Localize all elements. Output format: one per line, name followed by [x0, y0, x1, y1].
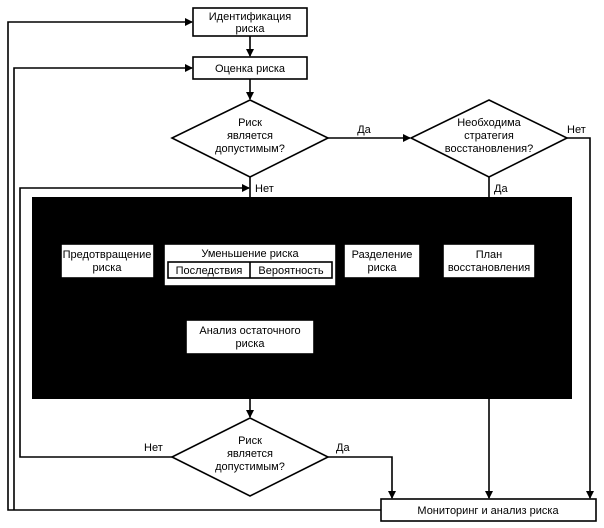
- separation-label-1: Разделение: [352, 249, 413, 261]
- decision-bottom-diamond: [170, 417, 330, 497]
- identification-label-2: риска: [236, 23, 266, 35]
- edge-label-bottom-no: Нет: [144, 442, 163, 454]
- assessment-label: Оценка риска: [215, 63, 286, 75]
- reduction-col-consequences: Последствия: [176, 265, 243, 277]
- edge-bottom-yes: [328, 456, 396, 499]
- decision-bottom-label-1: Риск: [238, 435, 262, 447]
- edge-label-strategy-no: Нет: [567, 124, 586, 136]
- treatment-panel: [32, 197, 572, 399]
- decision-bottom-label-3: допустимым?: [215, 461, 285, 473]
- edge-label-top-no: Нет: [255, 183, 274, 195]
- decision-strategy-label-1: Необходима: [457, 117, 521, 129]
- decision-strategy-label-3: восстановления?: [445, 143, 533, 155]
- residual-box: [185, 319, 315, 355]
- recovery-plan-box: [442, 243, 536, 279]
- residual-label-2: риска: [236, 338, 266, 350]
- edge-label-top-yes: Да: [357, 124, 371, 136]
- prevention-box: [60, 243, 155, 279]
- decision-bottom-label-2: является: [227, 448, 273, 460]
- separation-label-2: риска: [368, 262, 398, 274]
- residual-label-1: Анализ остаточного: [199, 325, 300, 337]
- edge-strategy-no: [567, 137, 594, 499]
- recovery-plan-label-1: План: [476, 249, 503, 261]
- reduction-title: Уменьшение риска: [201, 248, 299, 260]
- decision-top-label-1: Риск: [238, 117, 262, 129]
- identification-box: [192, 7, 308, 37]
- monitoring-label: Мониторинг и анализ риска: [417, 505, 559, 517]
- identification-label-1: Идентификация: [209, 11, 292, 23]
- prevention-label-2: риска: [93, 262, 123, 274]
- edge-label-strategy-yes: Да: [494, 183, 508, 195]
- reduction-col-probability: Вероятность: [258, 265, 323, 277]
- recovery-plan-label-2: восстановления: [448, 262, 530, 274]
- edge-label-bottom-yes: Да: [336, 442, 350, 454]
- decision-top-label-3: допустимым?: [215, 143, 285, 155]
- edge-monitoring-identification: [7, 18, 381, 511]
- decision-top-label-2: является: [227, 130, 273, 142]
- separation-box: [343, 243, 421, 279]
- decision-strategy-label-2: стратегия: [464, 130, 514, 142]
- prevention-label-1: Предотвращение: [63, 249, 152, 261]
- edge-monitoring-assessment: [13, 64, 193, 510]
- edge-bottom-no: [19, 184, 250, 458]
